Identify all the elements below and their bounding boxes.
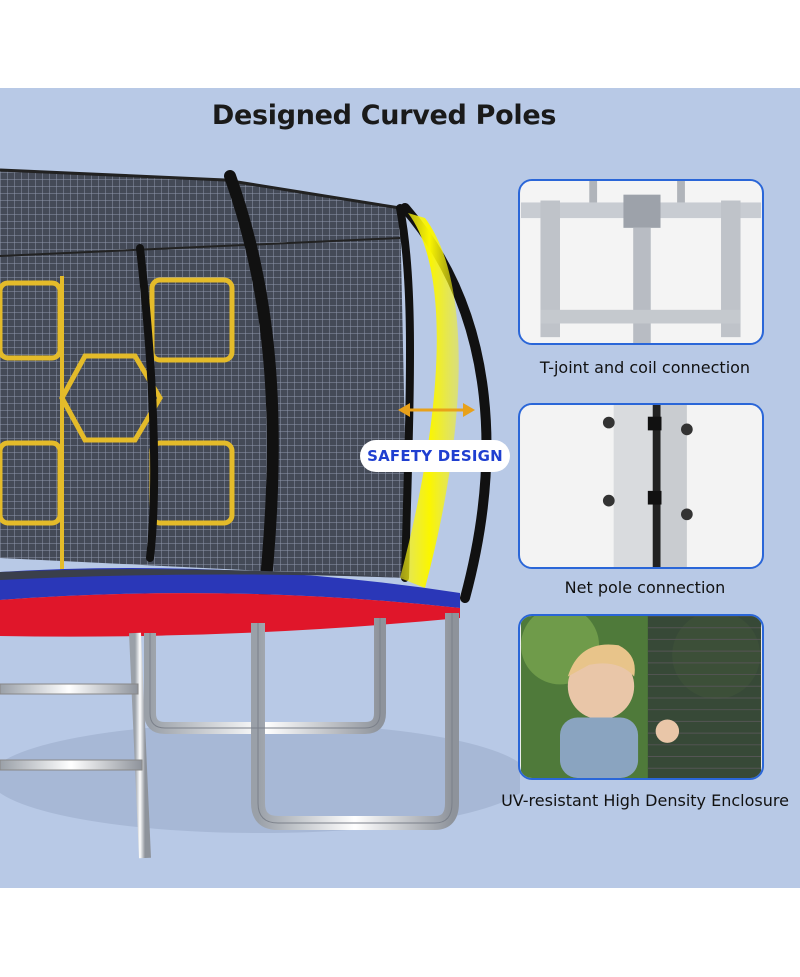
caption-net-pole: Net pole connection — [564, 578, 726, 597]
product-panel: Designed Curved Poles SAFETY DESIGN T-jo… — [0, 88, 800, 888]
page-title: Designed Curved Poles — [211, 100, 557, 131]
trampoline-illustration — [0, 168, 520, 859]
caption-enclosure: UV-resistant High Density Enclosure — [501, 791, 789, 810]
t-joint-photo — [518, 179, 764, 345]
net-pole-photo — [518, 403, 764, 569]
safety-design-badge: SAFETY DESIGN — [360, 440, 510, 472]
child-enclosure-photo — [518, 614, 764, 780]
caption-t-joint: T-joint and coil connection — [539, 358, 751, 377]
